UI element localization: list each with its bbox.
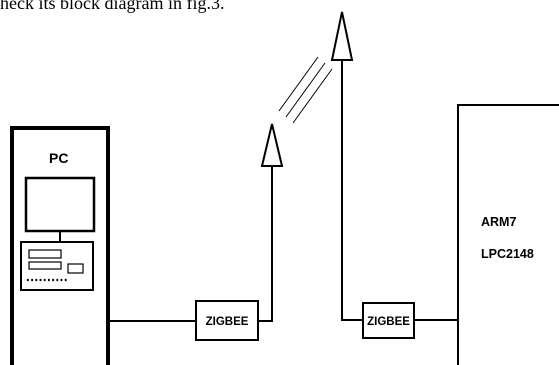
arm7-label: ARM7	[481, 215, 516, 229]
signal-line	[292, 68, 333, 124]
lpc2148-label: LPC2148	[481, 247, 534, 261]
pc-box	[10, 126, 110, 365]
button-panel-icon	[67, 263, 84, 274]
drive-slot-icon	[28, 249, 62, 259]
caption-text: heck its block diagram in fig.3.	[0, 0, 224, 13]
antenna-left-icon	[260, 123, 284, 167]
antenna-right-icon	[330, 11, 354, 61]
antenna-left-feed	[258, 166, 273, 322]
arm7-box	[457, 104, 559, 365]
drive-slot-icon	[28, 261, 62, 270]
pc-label: PC	[49, 150, 68, 166]
signal-line	[278, 56, 319, 112]
zigbee-right-label: ZIGBEE	[367, 316, 410, 328]
antenna-right-feed	[341, 60, 363, 321]
monitor-icon	[24, 176, 96, 233]
zigbee-left-label: ZIGBEE	[206, 316, 249, 328]
signal-line	[285, 62, 326, 118]
cpu-unit-icon	[20, 241, 94, 291]
